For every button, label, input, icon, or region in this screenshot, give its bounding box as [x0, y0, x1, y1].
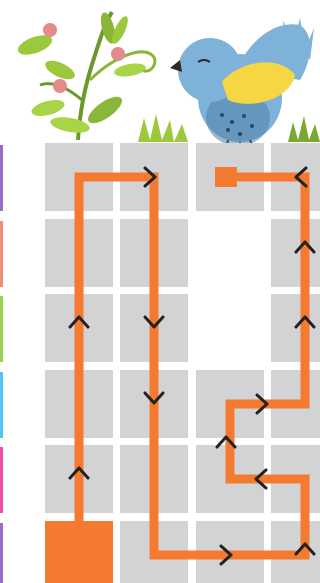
- grass-tuft: [288, 116, 320, 142]
- flower-plant: [15, 11, 155, 140]
- row-marker: [0, 447, 3, 513]
- path-start-block: [45, 521, 113, 583]
- grass-tuft: [138, 114, 188, 142]
- row-marker: [0, 372, 3, 438]
- row-marker: [0, 221, 3, 287]
- row-marker: [0, 523, 3, 583]
- row-marker: [0, 145, 3, 211]
- row-marker: [0, 296, 3, 362]
- path-end-block: [215, 167, 237, 187]
